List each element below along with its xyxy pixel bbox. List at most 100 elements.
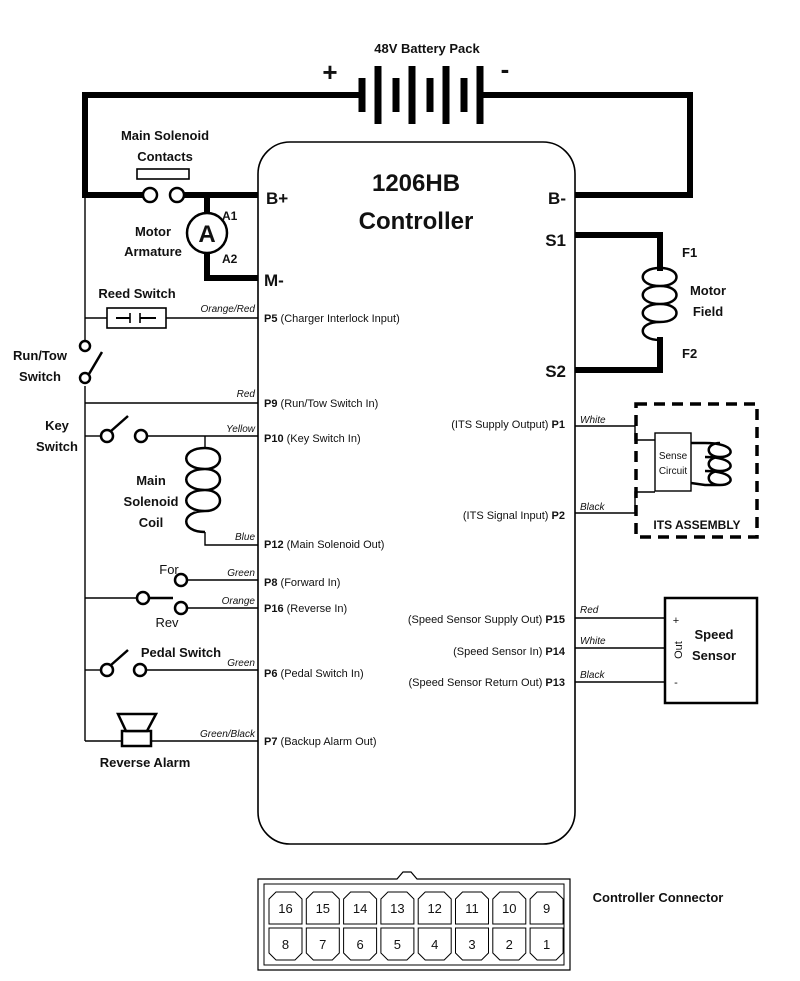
pin-label-p13: (Speed Sensor Return Out) P13 — [408, 677, 565, 689]
wire-color-p2: Black — [580, 502, 605, 513]
field-f1-label: F1 — [682, 245, 697, 260]
its-assembly-label: ITS ASSEMBLY — [653, 518, 740, 532]
ammeter-icon: A — [185, 211, 229, 255]
forward-reverse-switch-icon — [135, 572, 189, 616]
pedal-switch-label: Pedal Switch — [141, 645, 221, 660]
wire-color-p8: Green — [227, 568, 255, 579]
terminal-b-plus: B+ — [266, 189, 288, 208]
connector-pin-cell — [417, 891, 452, 925]
battery-symbol — [82, 66, 693, 124]
left-pin-labels: Orange/Red P5 (Charger Interlock Input) … — [200, 304, 400, 748]
connector-pin-number: 15 — [316, 901, 330, 916]
speed-sensor-out-label: Out — [673, 641, 685, 659]
reed-switch-icon — [106, 307, 167, 329]
solenoid-coil-icon — [185, 446, 222, 534]
armature-a1-label: A1 — [222, 209, 238, 223]
controller-title: Controller — [359, 208, 474, 235]
reverse-label: Rev — [155, 615, 179, 630]
its-assembly-box — [634, 402, 759, 539]
connector-pin-cell — [529, 891, 564, 925]
speed-sensor-box — [663, 596, 759, 705]
field-f2-label: F2 — [682, 346, 697, 361]
connector-pin-number: 16 — [278, 901, 292, 916]
connector-pin-number: 8 — [282, 937, 289, 952]
connector-pin-number: 1 — [543, 937, 550, 952]
connector-pin-number: 12 — [427, 901, 441, 916]
power-wiring — [82, 92, 693, 373]
speed-sensor-minus-label: - — [674, 677, 678, 689]
sense-circuit-label-2: Circuit — [659, 466, 688, 477]
motor-armature-label-1: Motor — [135, 224, 171, 239]
pin-label-p10: P10 (Key Switch In) — [264, 433, 361, 445]
terminal-m-minus: M- — [264, 271, 284, 290]
its-sensor-coil-icon — [690, 441, 732, 487]
wire-color-p9: Red — [237, 389, 256, 400]
terminal-s2: S2 — [545, 362, 566, 381]
motor-field-label-1: Motor — [690, 283, 726, 298]
wire-color-p15: Red — [580, 605, 599, 616]
solenoid-contacts-label-1: Main Solenoid — [121, 128, 209, 143]
key-switch-label-1: Key — [45, 418, 70, 433]
connector-pin-cell — [455, 891, 489, 925]
svg-text:A: A — [198, 221, 215, 248]
connector-pin-number: 10 — [502, 901, 516, 916]
armature-a2-label: A2 — [222, 252, 238, 266]
connector-pin-cell — [268, 927, 303, 961]
pin-label-p2: (ITS Signal Input) P2 — [463, 510, 565, 522]
key-switch-label-2: Switch — [36, 439, 78, 454]
wire-color-p13: Black — [580, 670, 605, 681]
wire-color-p10: Yellow — [226, 424, 256, 435]
sense-circuit-label-1: Sense — [659, 451, 688, 462]
terminal-s1: S1 — [545, 231, 566, 250]
motor-field-coil-icon — [641, 266, 678, 342]
connector-pin-cell — [305, 891, 340, 925]
run-tow-switch-label-2: Switch — [19, 369, 61, 384]
pin-label-p9: P9 (Run/Tow Switch In) — [264, 398, 378, 410]
pin-label-p8: P8 (Forward In) — [264, 577, 340, 589]
connector-pin-cell — [492, 891, 527, 925]
right-pin-labels: White (ITS Supply Output) P1 Black (ITS … — [408, 415, 606, 689]
reverse-alarm-label: Reverse Alarm — [100, 755, 191, 770]
its-wiring — [575, 425, 655, 514]
wire-color-p12: Blue — [235, 532, 255, 543]
speed-sensor-wiring — [575, 617, 665, 683]
wire-color-p14: White — [580, 636, 606, 647]
solenoid-coil-label-3: Coil — [139, 515, 164, 530]
pin-label-p16: P16 (Reverse In) — [264, 603, 347, 615]
connector-pin-cell — [455, 927, 489, 961]
connector-pin-number: 6 — [356, 937, 363, 952]
wire-color-p6: Green — [227, 658, 255, 669]
forward-label: For — [159, 562, 179, 577]
terminal-b-minus: B- — [548, 189, 566, 208]
wire-color-p16: Orange — [222, 596, 256, 607]
speed-sensor-label-1: Speed — [694, 627, 733, 642]
pedal-switch-icon — [99, 649, 148, 678]
reverse-alarm-icon — [116, 712, 159, 748]
connector-pin-number: 14 — [353, 901, 367, 916]
pin-label-p14: (Speed Sensor In) P14 — [453, 646, 566, 658]
pin-label-p15: (Speed Sensor Supply Out) P15 — [408, 614, 565, 626]
pin-label-p7: P7 (Backup Alarm Out) — [264, 736, 377, 748]
pin-label-p1: (ITS Supply Output) P1 — [451, 419, 565, 431]
connector-pin-cell — [343, 891, 378, 925]
battery-plus-sign: + — [322, 57, 337, 87]
connector-pin-number: 5 — [394, 937, 401, 952]
connector-pin-number: 9 — [543, 901, 550, 916]
pin-label-p6: P6 (Pedal Switch In) — [264, 668, 364, 680]
connector-pin-cell — [380, 927, 415, 961]
connector-pin-number: 7 — [319, 937, 326, 952]
wire-color-p5: Orange/Red — [201, 304, 256, 315]
connector-label: Controller Connector — [593, 890, 724, 905]
connector-pin-number: 3 — [468, 937, 475, 952]
connector-pin-cell — [417, 927, 452, 961]
pin-label-p5: P5 (Charger Interlock Input) — [264, 313, 400, 325]
solenoid-coil-label-2: Solenoid — [124, 494, 179, 509]
left-signal-wiring — [84, 195, 258, 742]
controller-model: 1206HB — [372, 170, 460, 197]
solenoid-contacts-symbol — [136, 168, 190, 204]
solenoid-coil-label-1: Main — [136, 473, 166, 488]
connector-pin-cell — [343, 927, 378, 961]
